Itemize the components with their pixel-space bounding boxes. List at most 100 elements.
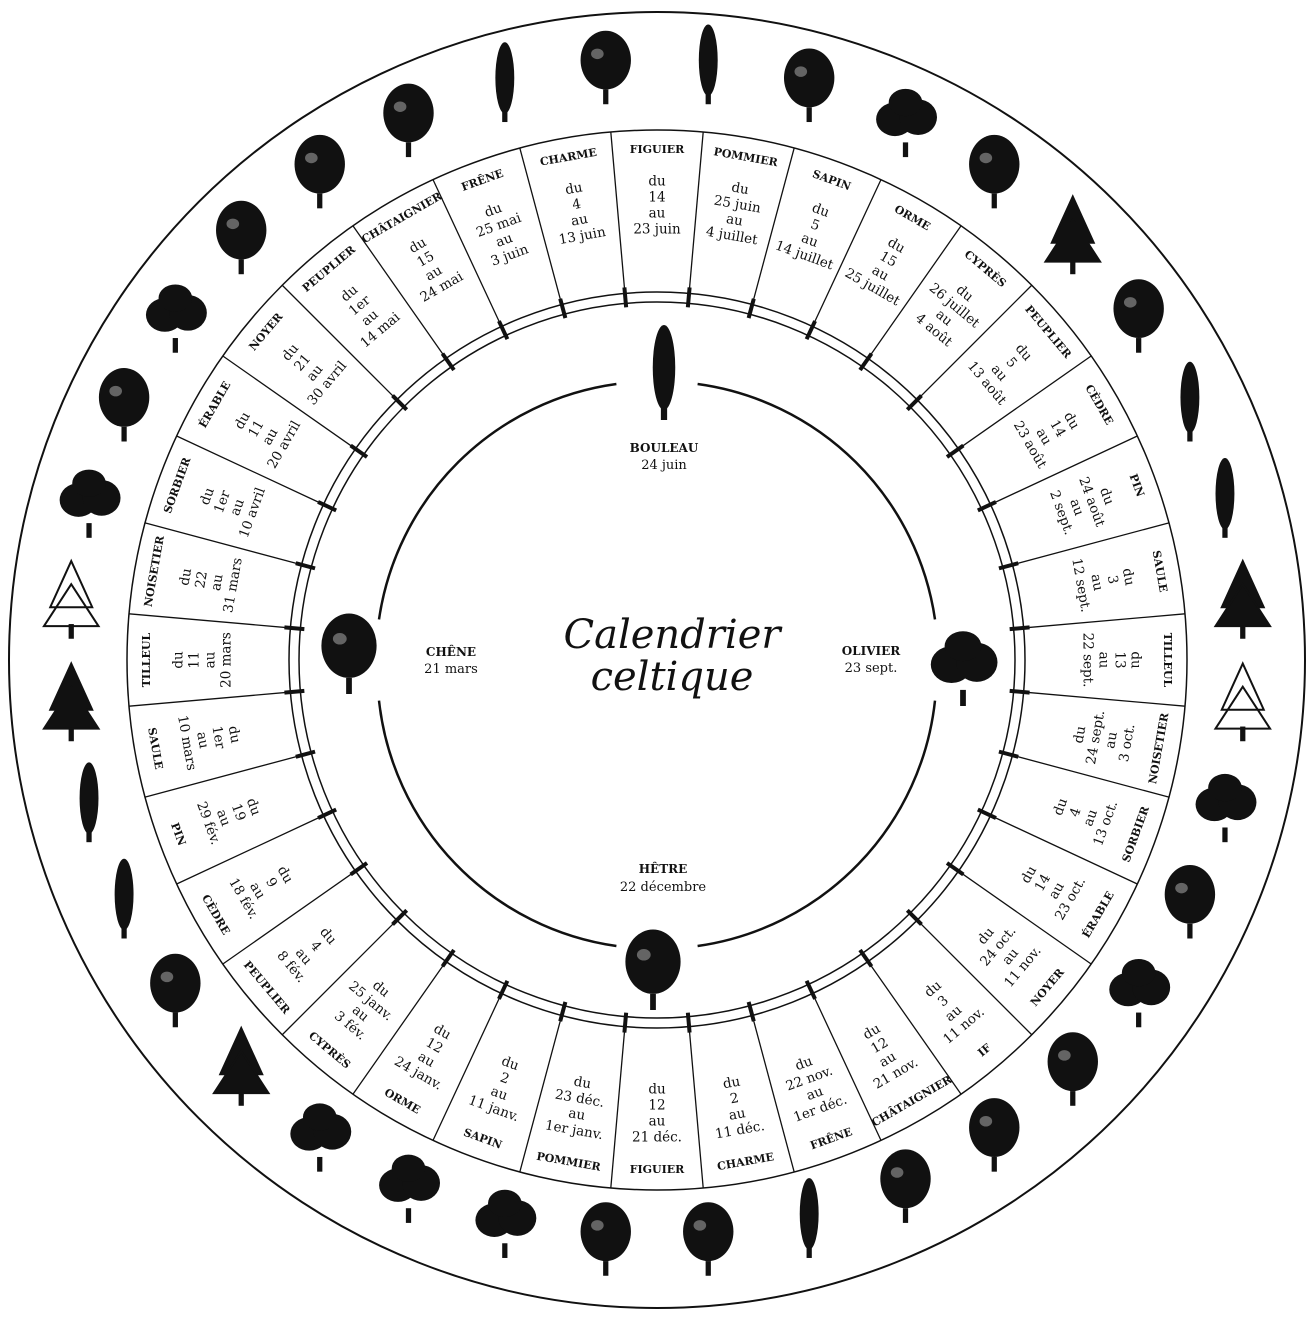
segment-divider — [611, 132, 625, 293]
crown — [880, 1149, 930, 1208]
inner-arc-bottom-right — [698, 701, 935, 946]
segment-divider — [177, 816, 324, 884]
segment-frene: FRÊNEdu25 maiau3 juin — [433, 166, 531, 339]
segment-name: FRÊNE — [459, 166, 505, 194]
trunk — [502, 1243, 507, 1258]
segment-date-line: 21 déc. — [632, 1130, 682, 1146]
rounded-tree-icon — [99, 368, 149, 442]
segment-name: NOISETIER — [1146, 711, 1171, 785]
crown-highlight — [1058, 1050, 1071, 1061]
crown-top — [1208, 774, 1242, 801]
crown-top — [1122, 959, 1156, 986]
cypress-tree-icon — [800, 1178, 819, 1258]
segment-date-line: 11 déc. — [714, 1118, 766, 1142]
beech-tree-icon — [625, 930, 680, 1011]
trunk — [406, 142, 411, 157]
trunk — [903, 1208, 908, 1223]
crown — [699, 24, 718, 95]
crown-highlight — [891, 1167, 904, 1178]
segment-name: SAULE — [1150, 549, 1170, 593]
crown-top — [889, 89, 923, 116]
crown-top — [72, 470, 106, 497]
olive-tree-icon — [931, 631, 998, 706]
crown-top — [488, 1190, 522, 1217]
crown-highlight — [980, 1116, 993, 1127]
trunk — [317, 194, 322, 209]
crown-highlight — [161, 972, 174, 983]
segment-date-line: 11 — [187, 651, 203, 668]
segment-tilleul: TILLEULdu13au22 sept. — [1010, 614, 1185, 688]
cardinal-date-chene: 21 mars — [424, 662, 478, 677]
segment-name: FIGUIER — [630, 1163, 685, 1176]
crown — [581, 1202, 631, 1261]
crown — [581, 31, 631, 90]
crown-highlight — [333, 633, 347, 645]
inner-arc-top-left — [379, 384, 616, 619]
segment-sapin: SAPINdu5au14 juillet — [749, 148, 853, 318]
segment-name: CYPRÈS — [962, 247, 1010, 290]
segment-name: SAULE — [145, 727, 165, 771]
rounded-tree-icon — [383, 84, 433, 158]
segment-name: NOISETIER — [142, 534, 167, 608]
rounded-tree-icon — [216, 201, 266, 275]
crown — [216, 201, 266, 260]
segment-divider — [433, 994, 501, 1141]
segment-tick — [688, 1013, 690, 1033]
segment-name: FRÊNE — [808, 1124, 854, 1152]
segment-charme: CHARMEdu4au13 juin — [520, 146, 607, 318]
crown — [1048, 1032, 1098, 1091]
segment-date-line: 10 mars — [174, 714, 199, 772]
crown-highlight — [794, 66, 807, 77]
crown-highlight — [637, 949, 651, 961]
segment-divider — [991, 816, 1138, 884]
segment-name: CYPRÈS — [306, 1028, 354, 1071]
segment-name: PIN — [168, 821, 188, 848]
cardinal-name-hetre: HÊTRE — [639, 861, 688, 876]
segment-name: SAPIN — [811, 167, 853, 193]
segment-name: NOYER — [246, 310, 285, 353]
crown — [683, 1202, 733, 1261]
crown — [321, 614, 376, 678]
segment-date-line: 14 — [648, 190, 665, 206]
cardinal-name-olivier: OLIVIER — [842, 644, 902, 658]
segment-name: SORBIER — [1120, 804, 1153, 864]
crown-highlight — [591, 1220, 604, 1231]
segment-divider — [1012, 523, 1168, 565]
segment-date-line: au — [649, 1114, 666, 1130]
trunk — [807, 107, 812, 122]
cypress-tree-icon — [1216, 458, 1235, 538]
segment-name: POMMIER — [535, 1150, 602, 1174]
crown-top — [303, 1103, 337, 1130]
rounded-tree-icon — [683, 1202, 733, 1276]
trunk — [346, 678, 352, 694]
segment-tick — [1010, 627, 1030, 629]
cypress-tree-icon — [699, 24, 718, 104]
rounded-tree-icon — [1165, 865, 1215, 939]
segment-name: SORBIER — [161, 455, 194, 515]
rounded-tree-icon — [784, 49, 834, 123]
trunk — [173, 338, 178, 353]
crown-top — [159, 284, 193, 311]
broad-tree-icon — [876, 89, 937, 157]
segment-date-line: du — [1119, 567, 1138, 587]
segment-divider — [752, 148, 794, 304]
crown-highlight — [109, 386, 122, 397]
segment-date-line: 13 — [1112, 651, 1128, 668]
segment-date-line: au — [649, 206, 666, 222]
crown-highlight — [227, 219, 240, 230]
cardinal-label-right: OLIVIER 23 sept. — [842, 644, 902, 676]
segment-tick — [624, 1013, 626, 1033]
crown — [625, 930, 680, 994]
crown-highlight — [591, 49, 604, 60]
segment-date-line: 20 mars — [219, 632, 235, 688]
trunk — [1136, 338, 1141, 353]
crown-top — [392, 1155, 426, 1182]
crown — [99, 368, 149, 427]
trunk — [239, 260, 244, 275]
segment-date-line: du — [171, 651, 187, 669]
